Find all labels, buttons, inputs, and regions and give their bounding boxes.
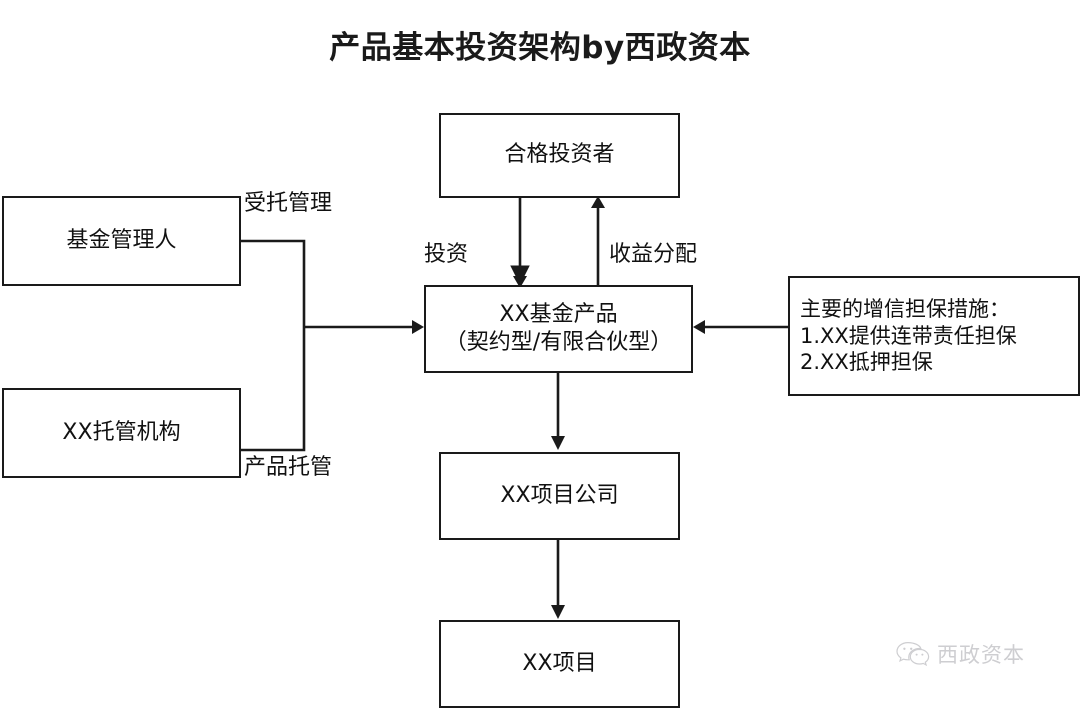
node-fund-product-label-line1: XX基金产品 bbox=[499, 301, 618, 327]
node-project-label: XX项目 bbox=[522, 650, 597, 676]
node-qualified-investor[interactable]: 合格投资者 bbox=[439, 113, 680, 198]
edge-label-investment: 投资 bbox=[424, 242, 469, 267]
credit-enhancement-title: 主要的增信担保措施： bbox=[800, 296, 1010, 321]
edge-label-income-distribution: 收益分配 bbox=[609, 242, 698, 267]
watermark: 西政资本 bbox=[896, 639, 1025, 669]
edge-label-product-custody: 产品托管 bbox=[244, 455, 333, 480]
node-fund-manager-label: 基金管理人 bbox=[66, 227, 177, 253]
node-qualified-investor-label: 合格投资者 bbox=[504, 142, 615, 168]
page-title: 产品基本投资架构by西政资本 bbox=[329, 30, 751, 66]
node-project[interactable]: XX项目 bbox=[439, 620, 680, 708]
edge-guarantee bbox=[693, 320, 788, 334]
node-project-company-label: XX项目公司 bbox=[500, 482, 619, 508]
node-fund-product-label-line2: （契约型/有限合伙型） bbox=[444, 330, 673, 355]
edge-fund-to-project-company bbox=[551, 373, 565, 450]
credit-enhancement-item-2: 2.XX抵押担保 bbox=[800, 350, 933, 375]
node-custodian-institution-label: XX托管机构 bbox=[62, 419, 181, 445]
wechat-icon bbox=[896, 641, 930, 667]
node-credit-enhancement-measures[interactable]: 主要的增信担保措施： 1.XX提供连带责任担保 2.XX抵押担保 bbox=[788, 276, 1080, 396]
node-project-company[interactable]: XX项目公司 bbox=[439, 452, 680, 540]
node-fund-product[interactable]: XX基金产品 （契约型/有限合伙型） bbox=[424, 285, 693, 373]
edge-label-entrusted-management: 受托管理 bbox=[244, 191, 333, 216]
watermark-text: 西政资本 bbox=[937, 643, 1025, 667]
node-custodian-institution[interactable]: XX托管机构 bbox=[2, 388, 241, 478]
node-fund-manager[interactable]: 基金管理人 bbox=[2, 196, 241, 286]
edge-manager-custodian-bus bbox=[241, 239, 424, 452]
credit-enhancement-item-1: 1.XX提供连带责任担保 bbox=[800, 323, 1017, 348]
edge-project-company-to-project bbox=[551, 540, 565, 619]
edge-income-distribution bbox=[591, 196, 605, 285]
edge-investment bbox=[510, 198, 530, 288]
